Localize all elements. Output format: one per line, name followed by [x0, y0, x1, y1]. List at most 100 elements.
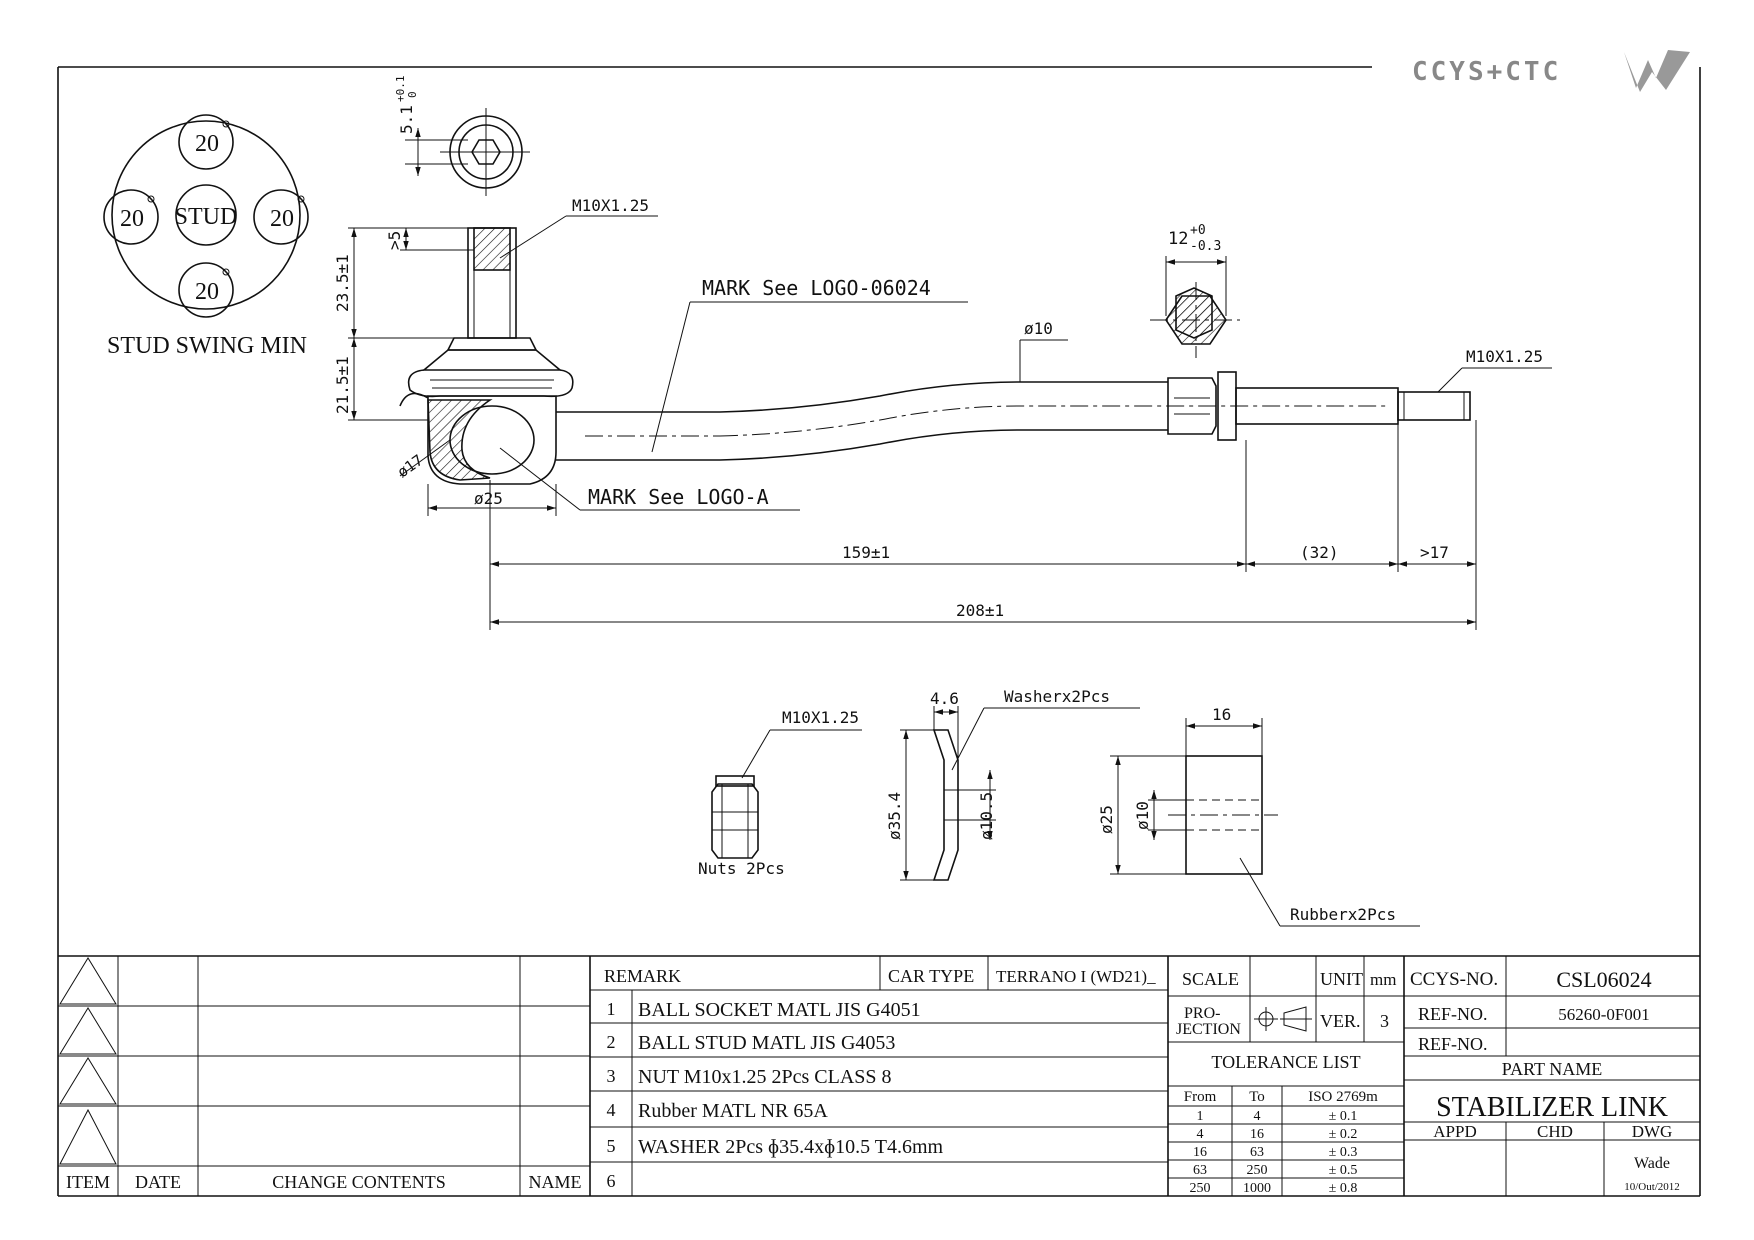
- rubber-len: 16: [1212, 705, 1231, 724]
- appd-label: APPD: [1433, 1122, 1476, 1141]
- stud-swing-diagram: 20 20 20 20 STUD STUD SWING MIN: [103, 114, 309, 359]
- dim-stud-thread: M10X1.25: [572, 196, 649, 215]
- dim-len-end: >17: [1420, 543, 1449, 562]
- swing-label: STUD SWING MIN: [107, 333, 307, 359]
- scale-label: SCALE: [1182, 969, 1239, 989]
- logo-mark-icon: [1624, 50, 1690, 92]
- length-dimensions: 159±1 (32) >17 208±1: [489, 420, 1477, 630]
- ver-value: 3: [1380, 1011, 1389, 1031]
- dim-hex-socket-tol-plus: +0.1: [394, 76, 407, 103]
- tol-cell: 1: [1197, 1109, 1204, 1124]
- ref-no2-label: REF-NO.: [1418, 1034, 1488, 1054]
- ref-no: 56260-0F001: [1558, 1005, 1650, 1024]
- tol-cell: 1000: [1243, 1181, 1271, 1196]
- dim-stud-len: 23.5±1: [333, 254, 352, 312]
- swing-center: STUD: [175, 204, 238, 230]
- ref-no-label: REF-NO.: [1418, 1004, 1488, 1024]
- washer-od: ø35.4: [885, 792, 904, 840]
- remark-no: 3: [607, 1066, 616, 1086]
- title-block: SCALE UNIT mm PRO- JECTION VER. 3 TOLERA…: [1167, 955, 1700, 1196]
- car-type-label: CAR TYPE: [888, 966, 974, 986]
- swing-bottom: 20: [195, 279, 219, 305]
- tol-cell: ± 0.5: [1329, 1163, 1358, 1178]
- part-name: STABILIZER LINK: [1436, 1092, 1668, 1123]
- washer-label: Washerx2Pcs: [1004, 687, 1110, 706]
- tol-cell: ± 0.2: [1329, 1127, 1358, 1142]
- dim-thread-len: >5: [385, 231, 404, 250]
- rubber-od: ø25: [1097, 805, 1116, 834]
- tol-cell: 16: [1193, 1145, 1207, 1160]
- dim-body-len: 21.5±1: [333, 356, 352, 414]
- tol-header-iso: ISO 2769m: [1308, 1089, 1378, 1105]
- remark-text: WASHER 2Pcs ɸ35.4xɸ10.5 T4.6mm: [638, 1136, 944, 1158]
- dim-end-thread: M10X1.25: [1466, 347, 1543, 366]
- ver-label: VER.: [1320, 1011, 1361, 1031]
- hex-socket-view: 5.1 +0.1 0: [394, 76, 530, 196]
- rev-header-name: NAME: [529, 1172, 582, 1192]
- dim-hex-tol-plus: +0: [1190, 223, 1206, 238]
- tol-cell: 63: [1250, 1145, 1264, 1160]
- remark-no: 4: [607, 1100, 616, 1120]
- swing-left: 20: [120, 206, 144, 232]
- remark-no: 5: [607, 1136, 616, 1156]
- nut-thread: M10X1.25: [782, 708, 859, 727]
- remark-text: BALL STUD MATL JIS G4053: [638, 1032, 895, 1054]
- remark-label: REMARK: [604, 966, 681, 986]
- dwg-date: 10/Out/2012: [1624, 1181, 1680, 1193]
- projection-label-1: PRO-: [1184, 1005, 1220, 1022]
- tol-cell: ± 0.8: [1329, 1181, 1358, 1196]
- remark-table: REMARK CAR TYPE TERRANO I (WD21)_ 1 BALL…: [589, 955, 1168, 1196]
- stabilizer-link-side-view: [399, 227, 1471, 485]
- dim-ball: ø17: [394, 451, 427, 481]
- projection-label-2: JECTION: [1176, 1021, 1241, 1038]
- tol-cell: 63: [1193, 1163, 1207, 1178]
- tol-header-from: From: [1184, 1089, 1217, 1105]
- remark-text: Rubber MATL NR 65A: [638, 1100, 828, 1122]
- tol-cell: 4: [1254, 1109, 1261, 1124]
- washer-id: ø10.5: [977, 792, 996, 840]
- tol-cell: 16: [1250, 1127, 1264, 1142]
- rev-header-change: CHANGE CONTENTS: [272, 1172, 446, 1192]
- company-logo: CCYS+CTC: [1412, 50, 1690, 92]
- rubber-part: 16 ø25 ø10 Rubberx2Pcs: [1097, 705, 1420, 927]
- dim-hex-tol-minus: -0.3: [1190, 239, 1221, 254]
- hex-nut-end-view: 12 +0 -0.3: [1150, 223, 1240, 358]
- washer-part: 4.6 Washerx2Pcs ø35.4 ø10.5: [885, 687, 1140, 881]
- unit-label: UNIT: [1320, 969, 1363, 989]
- unit-value: mm: [1370, 970, 1396, 989]
- mark-notes: MARK See LOGO-06024 MARK See LOGO-A: [499, 276, 968, 511]
- tol-cell: 250: [1190, 1181, 1211, 1196]
- swing-right: 20: [270, 206, 294, 232]
- tol-cell: ± 0.3: [1329, 1145, 1358, 1160]
- mark-logo-06024: MARK See LOGO-06024: [702, 276, 931, 300]
- dim-socket: ø25: [474, 489, 503, 508]
- dwg-label: DWG: [1632, 1122, 1673, 1141]
- tol-header-to: To: [1249, 1089, 1265, 1105]
- dim-hex: 12: [1168, 229, 1188, 249]
- swing-top: 20: [195, 131, 219, 157]
- dim-hex-socket: 5.1: [397, 105, 416, 134]
- rev-header-date: DATE: [135, 1172, 181, 1192]
- nut-label: Nuts 2Pcs: [698, 859, 785, 878]
- mark-logo-a: MARK See LOGO-A: [588, 485, 769, 509]
- drawing-frame: [57, 66, 1701, 1197]
- remark-no: 1: [607, 999, 616, 1019]
- logo-text: CCYS+CTC: [1412, 57, 1561, 87]
- projection-symbol-icon: [1254, 1006, 1312, 1032]
- remark-no: 2: [607, 1032, 616, 1052]
- chd-label: CHD: [1537, 1122, 1573, 1141]
- tol-cell: 4: [1197, 1127, 1204, 1142]
- remark-no: 6: [607, 1171, 616, 1191]
- washer-thick: 4.6: [930, 689, 959, 708]
- remark-text: NUT M10x1.25 2Pcs CLASS 8: [638, 1066, 892, 1088]
- ccys-no-label: CCYS-NO.: [1410, 969, 1498, 990]
- revision-table: ITEM DATE CHANGE CONTENTS NAME: [58, 955, 590, 1196]
- dim-len-total: 208±1: [956, 601, 1004, 620]
- nut-part: M10X1.25 Nuts 2Pcs: [698, 708, 862, 878]
- rev-header-item: ITEM: [66, 1172, 110, 1192]
- dim-len-main: 159±1: [842, 543, 890, 562]
- dim-len-mid: (32): [1300, 543, 1339, 562]
- ccys-no: CSL06024: [1556, 967, 1651, 992]
- remark-text: BALL SOCKET MATL JIS G4051: [638, 999, 921, 1021]
